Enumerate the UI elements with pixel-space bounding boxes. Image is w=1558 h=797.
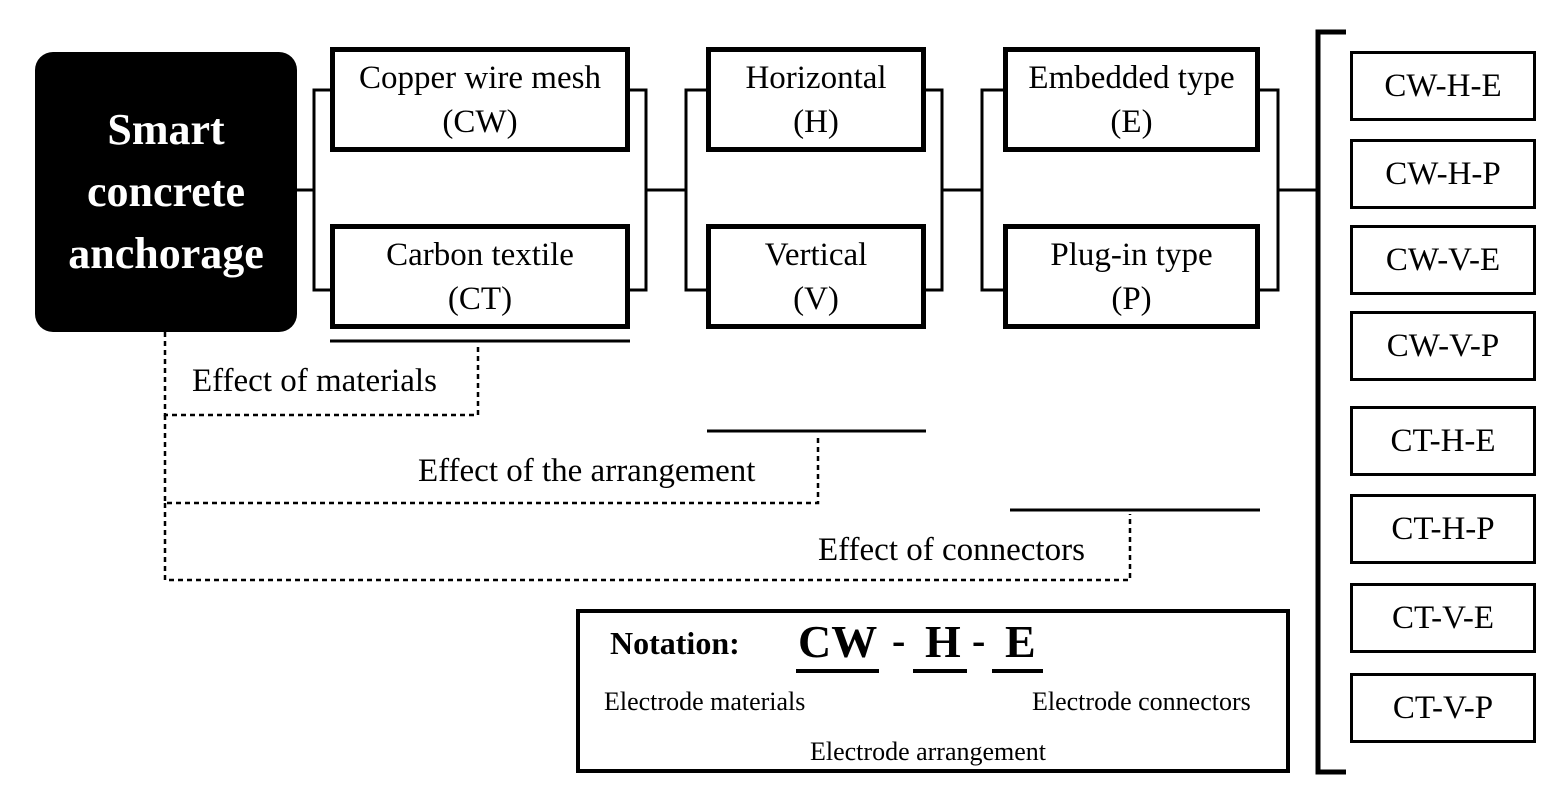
option-vertical: Vertical (V) <box>706 224 926 329</box>
option-embedded-type: Embedded type (E) <box>1003 47 1260 152</box>
option-label: Embedded type (E) <box>1028 59 1235 140</box>
notation-label-connectors: Electrode connectors <box>1032 687 1251 716</box>
combination-item: CT-H-E <box>1350 406 1536 476</box>
combination-item: CT-H-P <box>1350 494 1536 564</box>
option-plug-in-type: Plug-in type (P) <box>1003 224 1260 329</box>
notation-title: Notation: <box>610 625 740 661</box>
effect-arrangement-label: Effect of the arrangement <box>418 453 756 489</box>
notation-label-materials: Electrode materials <box>604 687 806 716</box>
root-node: Smart concrete anchorage <box>35 52 297 332</box>
option-label: Copper wire mesh (CW) <box>359 59 601 140</box>
notation-separator: - <box>972 618 986 663</box>
notation-part-arrangement: H <box>925 616 961 667</box>
combination-item: CW-H-E <box>1350 51 1536 121</box>
notation-legend: Notation: CW - H - E Electrode materials… <box>576 609 1290 773</box>
option-carbon-textile: Carbon textile (CT) <box>330 224 630 329</box>
notation-separator: - <box>892 618 906 663</box>
combination-item: CW-V-P <box>1350 311 1536 381</box>
combination-item: CT-V-P <box>1350 673 1536 743</box>
notation-underlines <box>796 669 1043 673</box>
option-label: Carbon textile (CT) <box>386 236 574 317</box>
option-label: Vertical (V) <box>764 236 868 317</box>
option-copper-wire-mesh: Copper wire mesh (CW) <box>330 47 630 152</box>
root-label: Smart concrete anchorage <box>68 105 264 278</box>
notation-part-material: CW <box>798 616 878 667</box>
option-label: Plug-in type (P) <box>1050 236 1213 317</box>
option-label: Horizontal (H) <box>745 59 887 140</box>
notation-part-connector: E <box>1005 616 1036 667</box>
effect-materials-label: Effect of materials <box>192 363 437 399</box>
notation-label-arrangement: Electrode arrangement <box>810 737 1047 766</box>
combination-item: CW-V-E <box>1350 225 1536 295</box>
combination-item: CT-V-E <box>1350 583 1536 653</box>
option-horizontal: Horizontal (H) <box>706 47 926 152</box>
combination-item: CW-H-P <box>1350 139 1536 209</box>
effect-connectors-label: Effect of connectors <box>818 532 1085 568</box>
